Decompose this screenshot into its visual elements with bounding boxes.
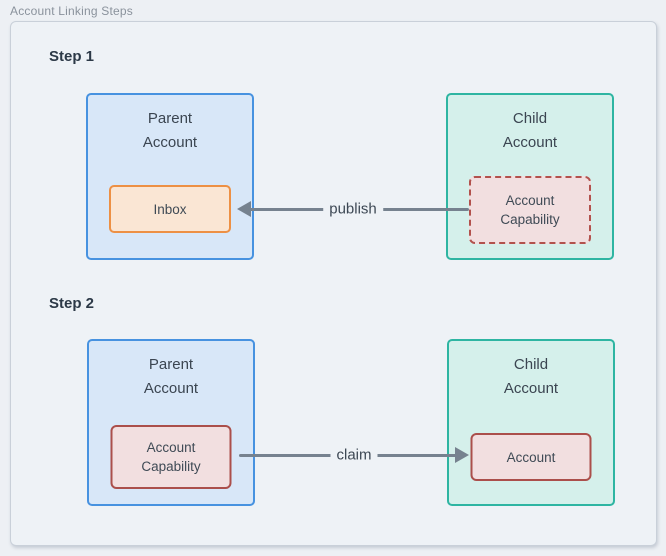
child-account-title-step2: Child Account [503, 356, 559, 397]
account-capability-box-step2: Account Capability [110, 425, 232, 489]
child-account-box-step1: Child Account Account Capability [446, 93, 614, 260]
inbox-box: Inbox [109, 185, 231, 233]
publish-arrow: publish [237, 199, 469, 219]
claim-label: claim [330, 445, 378, 465]
parent-account-box-step2: Parent Account Account Capability [87, 339, 255, 506]
publish-label: publish [323, 199, 383, 219]
step-2-heading: Step 2 [49, 295, 95, 312]
child-account-title-step1: Child Account [502, 110, 558, 151]
parent-account-title-step2: Parent Account [143, 356, 199, 397]
arrowhead-left-icon [237, 201, 251, 217]
account-box-step2: Account [470, 433, 592, 481]
step-1-heading: Step 1 [49, 48, 95, 65]
parent-account-box-step1: Parent Account Inbox [86, 93, 254, 260]
account-capability-box-step1: Account Capability [469, 176, 591, 244]
diagram-title: Account Linking Steps [10, 4, 133, 18]
arrowhead-right-icon [455, 447, 469, 463]
parent-account-title-step1: Parent Account [142, 110, 198, 151]
claim-arrow: claim [239, 445, 469, 465]
diagram-panel: Step 1 Parent Account Inbox Child Accoun… [10, 21, 657, 546]
child-account-box-step2: Child Account Account [447, 339, 615, 506]
